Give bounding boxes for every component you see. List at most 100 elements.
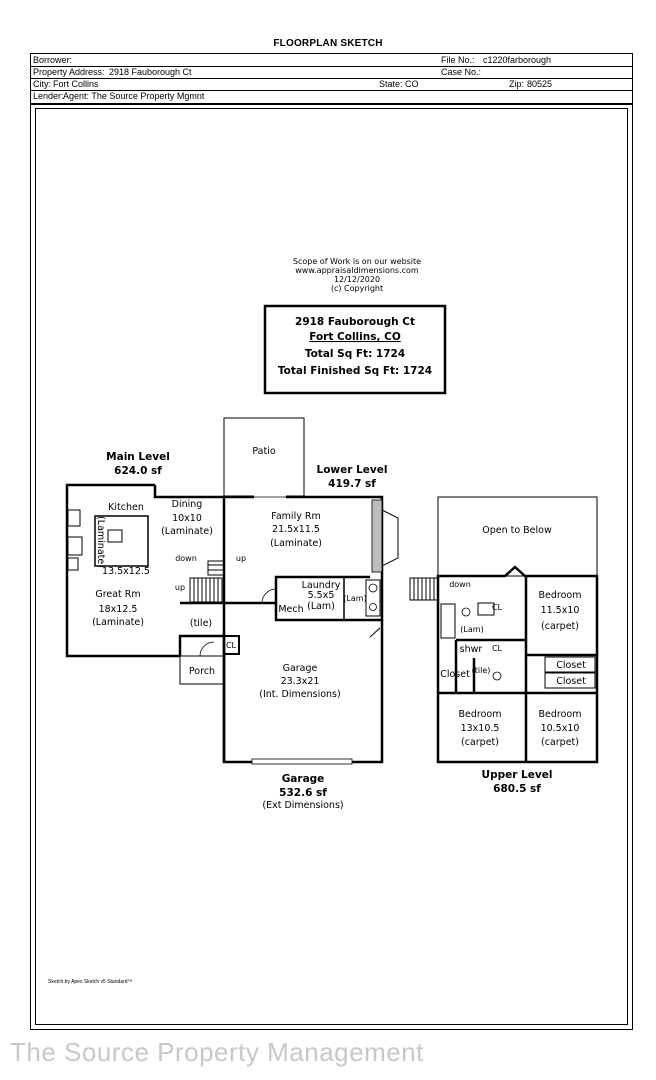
state-value: CO xyxy=(405,79,419,89)
dining-dim: 10x10 xyxy=(172,513,202,524)
sink-small-icon xyxy=(369,603,377,611)
mech-label: Mech xyxy=(278,604,303,615)
lower-level-walls xyxy=(224,495,384,622)
stairs-up-label-2: up xyxy=(175,583,185,592)
washer-dryer xyxy=(365,579,381,617)
laundry-dim: 5.5x5 xyxy=(308,590,335,601)
upper-level-name: Upper Level xyxy=(482,769,553,781)
header-row-property: Property Address: 2918 Fauborough Ct Cas… xyxy=(31,66,632,79)
zip-value: 80525 xyxy=(527,79,553,89)
main-level-sf: 624.0 sf xyxy=(114,465,162,477)
bedroom3-floor: (carpet) xyxy=(541,737,579,748)
upper-cl-label-2: CL xyxy=(492,644,503,653)
upper-cl-label-1: CL xyxy=(492,603,503,612)
summary-city: Fort Collins, CO xyxy=(309,331,401,343)
upper-level-walls xyxy=(436,565,599,764)
great-room-floor: (Laminate) xyxy=(92,617,144,628)
open-to-below-outline xyxy=(437,496,598,577)
door-swing xyxy=(199,641,215,657)
scope-line-4: (c) Copyright xyxy=(331,284,383,293)
mech-door-swing xyxy=(261,588,277,604)
stairs-up-label: up xyxy=(236,554,246,563)
stairs-down-label: down xyxy=(175,554,197,563)
bedroom2-label: Bedroom xyxy=(459,709,502,720)
header-row-borrower: Borrower: File No.: c1220farborough xyxy=(31,54,632,67)
main-level-labels: Kitchen Dining 10x10 (Laminate) 13.5x12.… xyxy=(92,499,215,677)
closet-r1-outline xyxy=(544,656,596,673)
upper-tile-label: (tile) xyxy=(472,666,491,675)
level-labels: Main Level 624.0 sf Lower Level 419.7 sf… xyxy=(106,451,552,799)
case-no-label: Case No.: xyxy=(441,67,482,77)
scope-line-1: Scope of Work is on our website xyxy=(293,257,421,266)
upper-lam-label: (Lam) xyxy=(460,625,483,634)
family-room-floor: (Laminate) xyxy=(270,538,322,549)
file-no-value: c1220farborough xyxy=(483,55,552,65)
garage-door xyxy=(251,758,353,765)
kitchen-island xyxy=(94,515,149,567)
dishwasher-icon xyxy=(67,557,79,571)
summary-text: 2918 Fauborough Ct Fort Collins, CO Tota… xyxy=(278,316,432,377)
state-label: State: xyxy=(379,79,403,89)
garage-dim: 23.3x21 xyxy=(281,676,320,687)
sink-icon xyxy=(107,529,123,543)
scope-line-3: 12/12/2020 xyxy=(334,275,380,284)
bedroom1-dim: 11.5x10 xyxy=(541,605,580,616)
upper-toilet-icon xyxy=(461,607,471,617)
kitchen-label: Kitchen xyxy=(108,502,144,513)
bathtub-icon xyxy=(440,603,456,639)
borrower-label: Borrower: xyxy=(33,55,73,65)
dining-label: Dining xyxy=(172,499,203,510)
bedroom3-dim: 10.5x10 xyxy=(541,723,580,734)
toilet-icon xyxy=(368,583,378,593)
lender-value: Agent: The Source Property Mgmnt xyxy=(63,91,205,101)
laundry-floor: (Lam) xyxy=(307,601,335,612)
property-label: Property Address: xyxy=(33,67,105,77)
sketch-footnote: Sketch by Apex Sketch v5 Standard™ xyxy=(48,979,133,985)
fireplace-brick xyxy=(371,499,383,573)
fireplace-hearth xyxy=(381,509,399,567)
summary-address: 2918 Fauborough Ct xyxy=(295,316,415,328)
fridge-icon xyxy=(67,536,83,556)
lower-level-labels: Family Rm 21.5x11.5 (Laminate) Laundry 5… xyxy=(270,511,341,615)
upper-toilet-icon-2 xyxy=(492,671,502,681)
bedroom1-floor: (carpet) xyxy=(541,621,579,632)
lender-label: Lender: xyxy=(33,91,64,101)
closet-r2-label: Closet xyxy=(556,676,586,687)
great-room-dim: 18x12.5 xyxy=(99,604,138,615)
family-room-dim: 21.5x11.5 xyxy=(272,524,320,535)
garage-level-sf: 532.6 sf xyxy=(279,787,327,799)
closet-r1-label: Closet xyxy=(556,660,586,671)
family-room-label: Family Rm xyxy=(271,511,320,522)
main-stairs xyxy=(189,560,225,603)
bedroom1-label: Bedroom xyxy=(539,590,582,601)
garage-int-note: (Int. Dimensions) xyxy=(259,689,340,700)
bedroom3-label: Bedroom xyxy=(539,709,582,720)
scope-line-2: www.appraisaldimensions.com xyxy=(295,266,419,275)
main-level-name: Main Level xyxy=(106,451,170,463)
bedroom2-dim: 13x10.5 xyxy=(461,723,500,734)
summary-finished: Total Finished Sq Ft: 1724 xyxy=(278,365,432,377)
patio-label: Patio xyxy=(252,446,275,457)
sketch-inner-border xyxy=(35,108,628,1025)
shower-label: shwr xyxy=(460,644,483,655)
lower-level-name: Lower Level xyxy=(317,464,388,476)
scope-note: Scope of Work is on our website www.appr… xyxy=(293,257,421,293)
watermark: The Source Property Management xyxy=(10,1037,424,1067)
upper-down-label: down xyxy=(449,580,471,589)
document-title: FLOORPLAN SKETCH xyxy=(273,38,383,49)
sketch-frame xyxy=(30,103,633,1030)
zip-label: Zip: xyxy=(509,79,525,89)
great-room-label: Great Rm xyxy=(95,589,140,600)
kitchen-dim: 13.5x12.5 xyxy=(102,566,150,577)
vanity-icon xyxy=(477,602,495,616)
porch-label: Porch xyxy=(189,666,215,677)
closet-left-label: Closet xyxy=(440,669,470,680)
header-row-city: City: Fort Collins State: CO Zip: 80525 xyxy=(31,78,632,91)
garage-ext-note: (Ext Dimensions) xyxy=(262,800,343,811)
bedroom2-floor: (carpet) xyxy=(461,737,499,748)
upper-stairs xyxy=(409,577,439,601)
header-table: Borrower: File No.: c1220farborough Prop… xyxy=(30,53,633,105)
garage-level-name: Garage xyxy=(282,773,325,785)
closet-label: CL xyxy=(226,641,237,650)
